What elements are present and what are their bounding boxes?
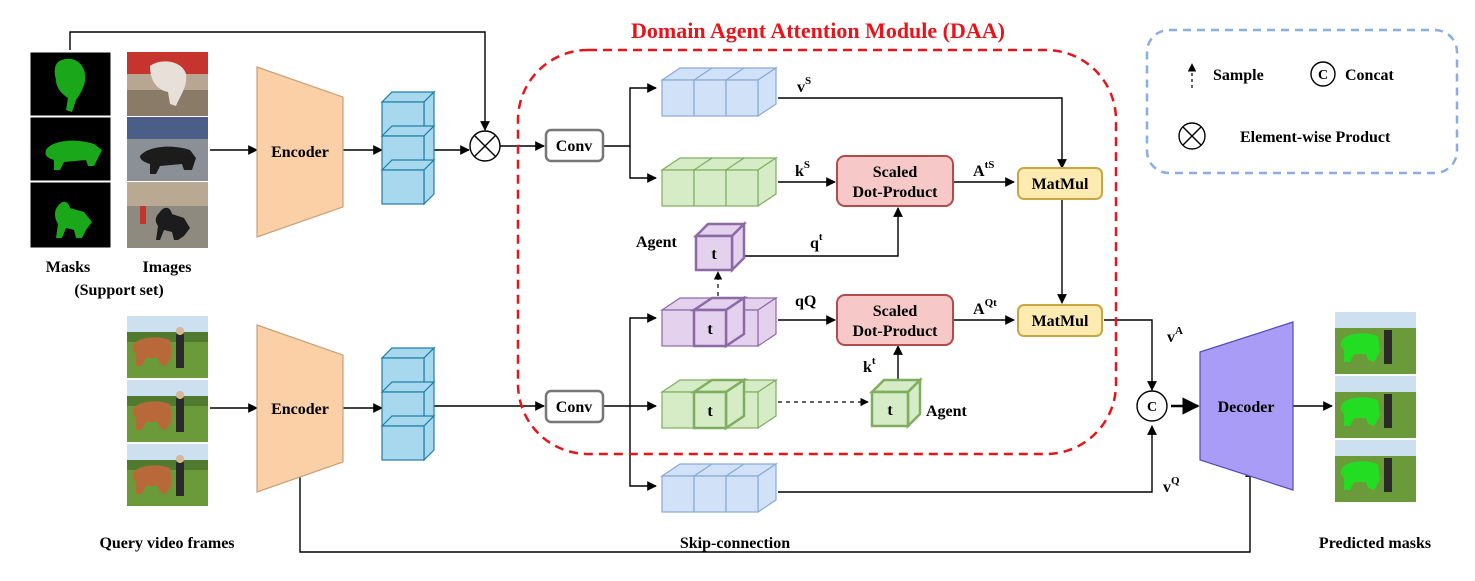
- sdp-top-line1: Scaled: [873, 164, 918, 181]
- feature-stack-top: [380, 90, 436, 206]
- matmul-bottom-label: MatMul: [1032, 313, 1089, 330]
- legend-border: [1145, 28, 1459, 175]
- decoder-label: Decoder: [1218, 399, 1275, 416]
- scaled-dot-product-top: Scaled Dot-Product: [836, 155, 954, 207]
- predicted-masks: [1335, 312, 1416, 502]
- vs-label: vS: [797, 75, 811, 96]
- sdp-bottom-line1: Scaled: [873, 303, 918, 320]
- matmul-top: MatMul: [1017, 167, 1103, 200]
- agent-bottom-label: Agent: [926, 403, 968, 420]
- sample-arrows: [713, 271, 869, 407]
- agent-top-label: Agent: [636, 234, 678, 251]
- key-token-t: t: [707, 403, 713, 420]
- encoder-bottom-label: Encoder: [271, 401, 329, 418]
- support-masks: [29, 51, 112, 249]
- decoder: Decoder: [1199, 321, 1294, 491]
- sdp-top-line2: Dot-Product: [852, 184, 938, 201]
- ks-label: kS: [795, 159, 810, 180]
- conv-top: Conv: [544, 128, 605, 163]
- aqt-label: AQt: [973, 297, 997, 318]
- agent-token-bottom: [868, 376, 924, 430]
- connectors: [69, 31, 1333, 553]
- query-agent-token: [689, 295, 749, 349]
- skip-connection-label: Skip-connection: [680, 535, 790, 552]
- legend-sample-label: Sample: [1213, 67, 1264, 84]
- agent-top-token-t: t: [711, 246, 717, 263]
- value-support-strip: [660, 66, 778, 118]
- qt-label: qt: [810, 231, 823, 252]
- feature-stack-bottom: [380, 346, 436, 462]
- matmul-top-label: MatMul: [1032, 176, 1089, 193]
- conv-top-label: Conv: [556, 138, 592, 155]
- concat-legend-icon: [1310, 61, 1336, 87]
- query-frames: [127, 316, 208, 506]
- legend-concat-label: Concat: [1345, 67, 1395, 84]
- images-label: Images: [143, 259, 192, 276]
- product-legend-icon: [1178, 122, 1206, 150]
- qq-label: qQ: [795, 293, 816, 310]
- sdp-bottom-line2: Dot-Product: [852, 323, 938, 340]
- masks-label: Masks: [46, 259, 90, 276]
- encoder-bottom: Encoder: [256, 324, 344, 493]
- conv-bottom-label: Conv: [556, 399, 592, 416]
- kt-label: kt: [863, 355, 876, 376]
- concat-symbol: C: [1147, 400, 1157, 415]
- agent-bottom-token-t: t: [887, 402, 893, 419]
- concat-icon: C: [1136, 390, 1168, 422]
- encoder-top-label: Encoder: [271, 144, 329, 161]
- conv-bottom: Conv: [544, 389, 605, 424]
- support-set-label: (Support set): [74, 282, 163, 299]
- legend-product-label: Element-wise Product: [1240, 129, 1391, 146]
- encoder-top: Encoder: [256, 66, 344, 238]
- ats-label: AtS: [973, 159, 994, 180]
- daa-title: Domain Agent Attention Module (DAA): [631, 18, 1005, 43]
- element-wise-product-icon: [469, 130, 501, 162]
- key-agent-token: [689, 377, 749, 431]
- matmul-bottom: MatMul: [1017, 304, 1103, 337]
- predicted-masks-label: Predicted masks: [1319, 535, 1431, 552]
- daa-module-border: [516, 48, 1118, 456]
- agent-token-top: [692, 220, 748, 274]
- legend-concat-symbol: C: [1318, 68, 1328, 83]
- query-token-t: t: [707, 321, 713, 338]
- va-label: vA: [1167, 325, 1183, 346]
- support-images: [127, 52, 208, 248]
- key-support-strip: [660, 156, 778, 208]
- legend: Sample C Concat Element-wise Product: [1145, 28, 1459, 175]
- scaled-dot-product-bottom: Scaled Dot-Product: [836, 294, 954, 346]
- value-query-strip: [660, 462, 778, 514]
- query-frames-label: Query video frames: [99, 535, 234, 552]
- vq-label: vQ: [1163, 475, 1180, 496]
